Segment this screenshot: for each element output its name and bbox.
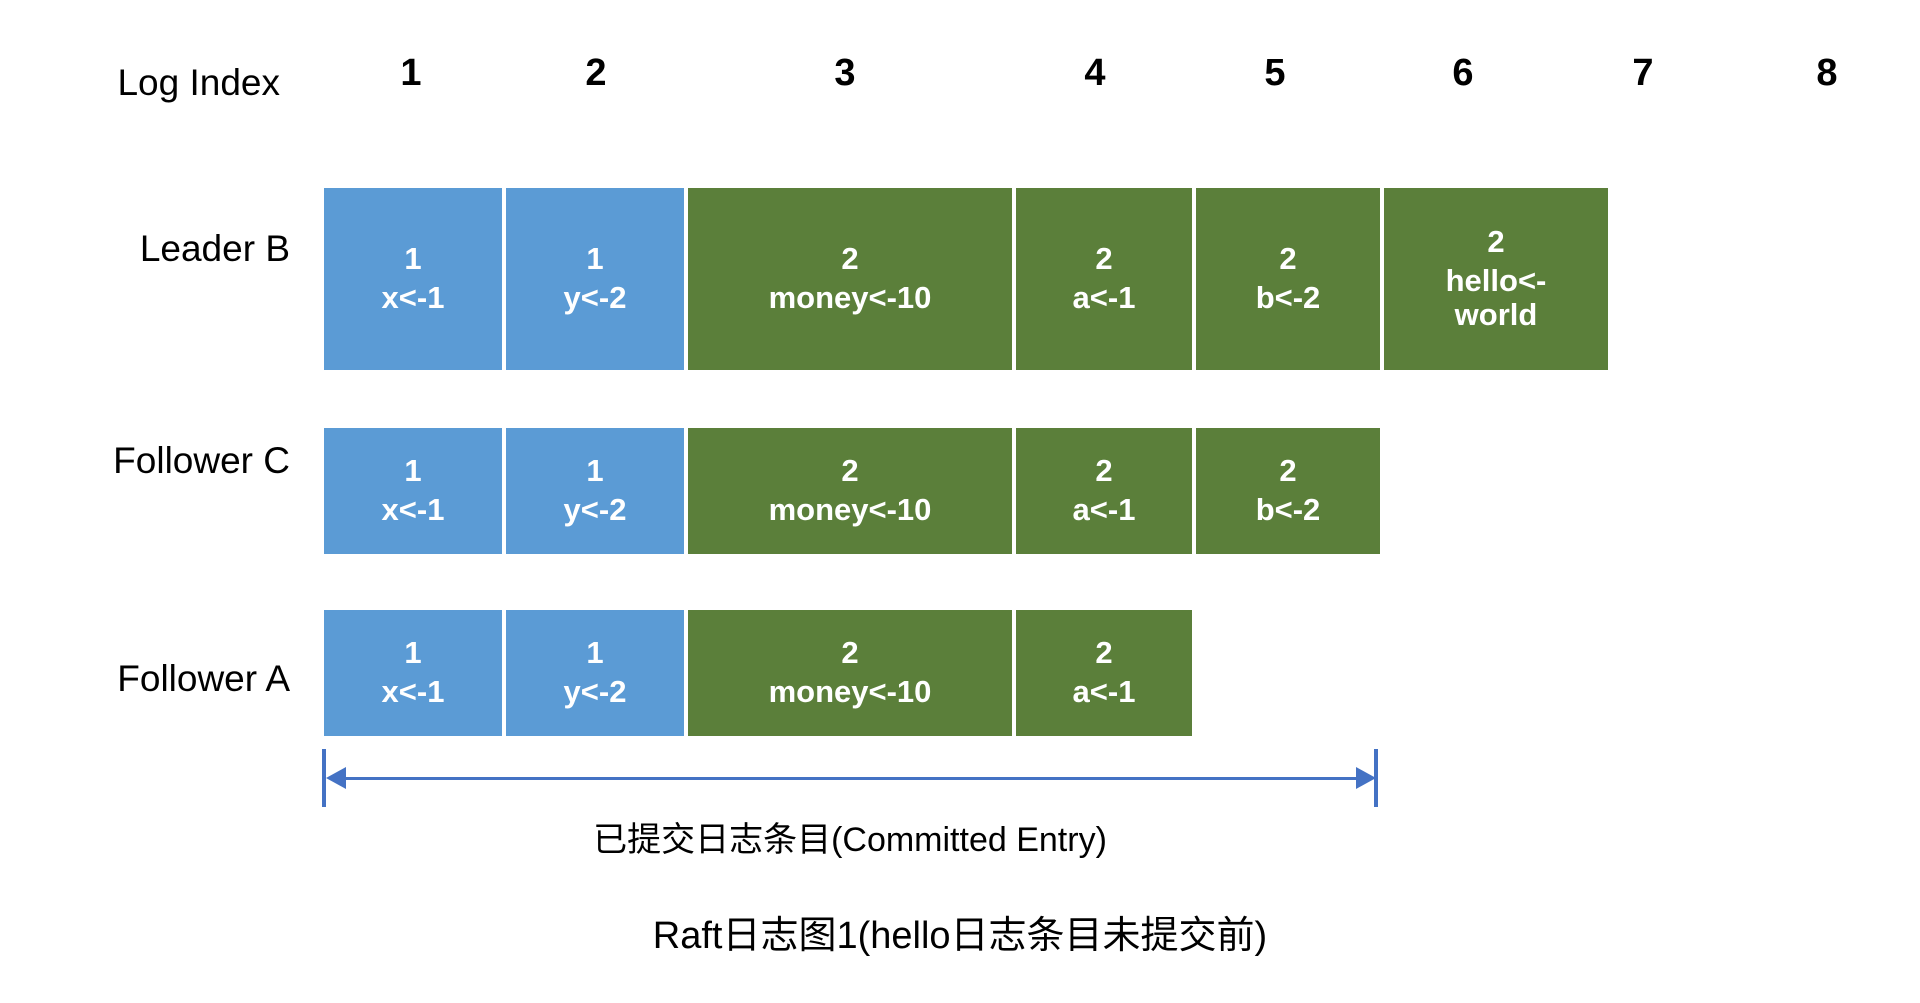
row-label-follower-a: Follower A <box>117 658 290 699</box>
entry-term: 2 <box>841 635 859 671</box>
log-entry[interactable]: 2 a<-1 <box>1014 426 1194 556</box>
row-label-follower-c: Follower C <box>113 440 290 481</box>
entry-command: x<-1 <box>381 674 445 709</box>
log-entry[interactable]: 2 money<-10 <box>686 608 1014 738</box>
entry-term: 2 <box>1279 453 1297 489</box>
log-entry[interactable]: 1 y<-2 <box>504 186 686 372</box>
log-row-leader-b: 1 x<-1 1 y<-2 2 money<-10 2 a<-1 2 b<-2 … <box>322 186 1610 372</box>
entry-command: y<-2 <box>563 674 627 709</box>
log-entry[interactable]: 2 hello<-world <box>1382 186 1610 372</box>
entry-term: 2 <box>1095 241 1113 277</box>
bracket-arrow-line <box>336 777 1362 780</box>
log-index-1: 1 <box>400 52 422 94</box>
bracket-right-cap <box>1374 749 1378 807</box>
entry-command: y<-2 <box>563 280 627 315</box>
entry-command: y<-2 <box>563 492 627 527</box>
log-entry[interactable]: 1 x<-1 <box>322 608 504 738</box>
entry-term: 1 <box>404 241 422 277</box>
log-entry[interactable]: 2 money<-10 <box>686 186 1014 372</box>
log-entry[interactable]: 2 a<-1 <box>1014 608 1194 738</box>
log-entry[interactable]: 2 a<-1 <box>1014 186 1194 372</box>
committed-entry-caption: 已提交日志条目(Committed Entry) <box>593 821 1107 859</box>
log-index-3: 3 <box>834 52 856 94</box>
entry-term: 2 <box>841 453 859 489</box>
entry-command: a<-1 <box>1072 674 1136 709</box>
entry-term: 2 <box>1487 223 1505 259</box>
entry-term: 1 <box>586 453 604 489</box>
log-entry[interactable]: 2 b<-2 <box>1194 186 1382 372</box>
log-entry[interactable]: 2 b<-2 <box>1194 426 1382 556</box>
log-entry[interactable]: 1 x<-1 <box>322 186 504 372</box>
entry-term: 1 <box>404 635 422 671</box>
entry-command: x<-1 <box>381 492 445 527</box>
entry-command: x<-1 <box>381 280 445 315</box>
entry-term: 1 <box>586 635 604 671</box>
entry-term: 1 <box>586 241 604 277</box>
log-entry[interactable]: 1 y<-2 <box>504 608 686 738</box>
log-index-8: 8 <box>1816 52 1838 94</box>
log-row-follower-c: 1 x<-1 1 y<-2 2 money<-10 2 a<-1 2 b<-2 <box>322 426 1382 556</box>
log-entry[interactable]: 1 x<-1 <box>322 426 504 556</box>
log-index-4: 4 <box>1084 52 1106 94</box>
entry-command: b<-2 <box>1255 280 1321 315</box>
log-entry[interactable]: 2 money<-10 <box>686 426 1014 556</box>
entry-command: a<-1 <box>1072 280 1136 315</box>
log-index-6: 6 <box>1452 52 1474 94</box>
entry-command: a<-1 <box>1072 492 1136 527</box>
entry-command: money<-10 <box>768 280 932 315</box>
entry-term: 2 <box>1095 635 1113 671</box>
log-index-2: 2 <box>585 52 607 94</box>
row-label-leader-b: Leader B <box>139 228 290 269</box>
entry-command: hello<-world <box>1445 262 1547 333</box>
entry-term: 2 <box>1279 241 1297 277</box>
entry-term: 2 <box>841 241 859 277</box>
entry-term: 1 <box>404 453 422 489</box>
entry-command: b<-2 <box>1255 492 1321 527</box>
figure-title: Raft日志图1(hello日志条目未提交前) <box>652 915 1268 957</box>
log-row-follower-a: 1 x<-1 1 y<-2 2 money<-10 2 a<-1 <box>322 608 1194 738</box>
bracket-left-cap <box>322 749 326 807</box>
log-entry[interactable]: 1 y<-2 <box>504 426 686 556</box>
entry-command: money<-10 <box>768 674 932 709</box>
log-index-5: 5 <box>1264 52 1286 94</box>
arrow-head-left-icon <box>326 767 346 789</box>
arrow-head-right-icon <box>1356 767 1376 789</box>
log-index-label: Log Index <box>117 62 280 103</box>
entry-command: money<-10 <box>768 492 932 527</box>
log-index-7: 7 <box>1632 52 1654 94</box>
entry-term: 2 <box>1095 453 1113 489</box>
